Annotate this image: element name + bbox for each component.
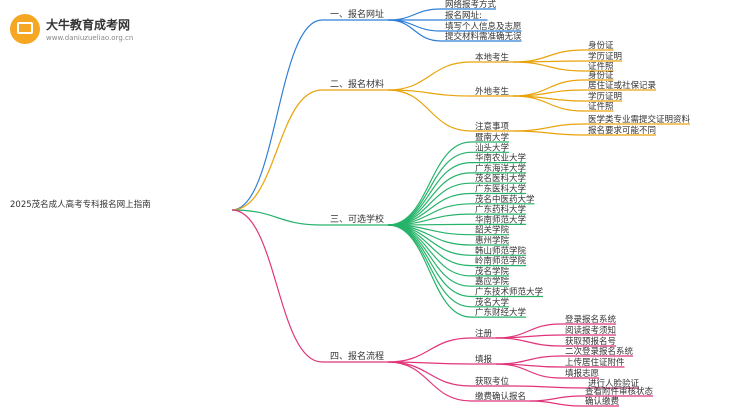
- leaf-connector: [529, 400, 582, 407]
- sub-label: 本地考生: [475, 52, 510, 63]
- sub-connector: [387, 361, 472, 365]
- leaf-label: 登录报名系统: [565, 314, 617, 325]
- graduation-cap-icon: [10, 14, 40, 44]
- branch-label: 三、可选学校: [330, 213, 384, 225]
- leaf-connector: [495, 355, 562, 365]
- leaf-connector: [387, 19, 442, 32]
- sub-label: 缴费确认报名: [475, 391, 526, 402]
- leaf-connector: [387, 172, 472, 226]
- sub-label: 外地考生: [475, 86, 510, 97]
- leaf-label: 茂名大学: [475, 297, 510, 308]
- leaf-label: 医学类专业需提交证明资料: [588, 114, 691, 125]
- leaf-label: 学历证明: [588, 91, 622, 102]
- branch-label: 四、报名流程: [330, 350, 384, 362]
- leaf-label: 广东海洋大学: [475, 163, 527, 174]
- sub-connector: [387, 89, 472, 132]
- leaf-label: 确认缴费: [585, 396, 620, 407]
- leaf-label: 证件照: [588, 101, 614, 112]
- leaf-label: 填报志愿: [565, 368, 600, 379]
- leaf-connector: [512, 61, 585, 72]
- sub-connector: [387, 361, 472, 387]
- branch-connector: [231, 209, 323, 363]
- leaf-label: 广东财经大学: [475, 307, 527, 318]
- leaf-label: 茂名学院: [475, 266, 510, 277]
- leaf-connector: [495, 363, 562, 379]
- sub-label: 注意事项: [475, 121, 510, 132]
- leaf-label: 身份证: [588, 70, 614, 81]
- leaf-connector: [512, 49, 585, 63]
- leaf-connector: [387, 224, 472, 318]
- sub-label: 注册: [475, 328, 493, 339]
- branch-label: 二、报名材料: [330, 78, 384, 90]
- leaf-label: 查看附件审核状态: [585, 386, 654, 397]
- leaf-label: 身份证: [588, 40, 614, 51]
- leaf-label: 嘉应学院: [475, 276, 510, 287]
- leaf-label: 韶关学院: [475, 225, 510, 236]
- branch-connector: [231, 89, 323, 211]
- leaf-label: 广东医科大学: [475, 184, 527, 195]
- leaf-connector: [387, 224, 472, 267]
- leaf-connector: [512, 385, 585, 389]
- branch-connector: [231, 209, 323, 226]
- leaf-label: 居住证或社保记录: [588, 80, 657, 91]
- leaf-connector: [512, 95, 585, 112]
- leaf-label: 韩山师范学院: [475, 245, 527, 256]
- leaf-label: 填写个人信息及志愿: [445, 21, 522, 32]
- leaf-connector: [495, 337, 562, 347]
- logo-url: www.daniuzueliao.org.cn: [46, 34, 134, 42]
- sub-connector: [387, 361, 472, 402]
- leaf-connector: [387, 8, 442, 21]
- sub-connector: [387, 337, 472, 363]
- leaf-label: 报名网址:: [445, 10, 482, 21]
- leaf-label: 报名要求可能不同: [588, 125, 656, 136]
- leaf-label: 证件照: [588, 61, 614, 72]
- leaf-label: 进行人脸验证: [588, 378, 640, 389]
- leaf-connector: [529, 395, 582, 402]
- leaf-connector: [387, 224, 472, 277]
- leaf-label: 二次登录报名系统: [565, 346, 634, 357]
- logo-title: 大牛教育成考网: [46, 18, 131, 32]
- leaf-label: 提交材料需准确无误: [445, 31, 522, 42]
- sub-connector: [387, 61, 472, 91]
- leaf-label: 学历证明: [588, 51, 622, 62]
- logo: 大牛教育成考网 www.daniuzueliao.org.cn: [10, 14, 134, 48]
- leaf-label: 岭南师范学院: [475, 256, 527, 267]
- leaf-connector: [387, 141, 472, 226]
- root-topic: 2025茂名成人高考专科报名网上指南: [10, 199, 151, 210]
- leaf-connector: [387, 162, 472, 226]
- leaf-label: 茂名医科大学: [475, 173, 527, 184]
- leaf-connector: [512, 130, 585, 136]
- leaf-connector: [387, 19, 442, 42]
- leaf-label: 广东药科大学: [475, 204, 527, 215]
- leaf-label: 广东技术师范大学: [475, 287, 544, 298]
- leaf-label: 上传居住证附件: [565, 357, 625, 368]
- leaf-label: 华南农业大学: [475, 153, 527, 164]
- sub-label: 获取考位: [475, 376, 510, 387]
- leaf-label: 华南师范大学: [475, 214, 527, 225]
- leaf-connector: [512, 123, 585, 132]
- leaf-label: 惠州学院: [475, 235, 510, 246]
- leaf-label: 汕头大学: [475, 142, 510, 153]
- sub-connector: [387, 89, 472, 97]
- leaf-label: 阅读报考须知: [565, 325, 616, 336]
- leaf-label: 暨南大学: [475, 132, 510, 143]
- sub-label: 填报: [475, 354, 493, 365]
- leaf-label: 茂名中医药大学: [475, 194, 535, 205]
- branch-label: 一、报名网址: [330, 8, 384, 20]
- leaf-connector: [495, 334, 562, 339]
- leaf-label: 网络报考方式: [445, 0, 497, 10]
- branch-connector: [231, 19, 323, 211]
- leaf-connector: [387, 224, 472, 298]
- leaf-label: 获取预报名号: [565, 336, 616, 347]
